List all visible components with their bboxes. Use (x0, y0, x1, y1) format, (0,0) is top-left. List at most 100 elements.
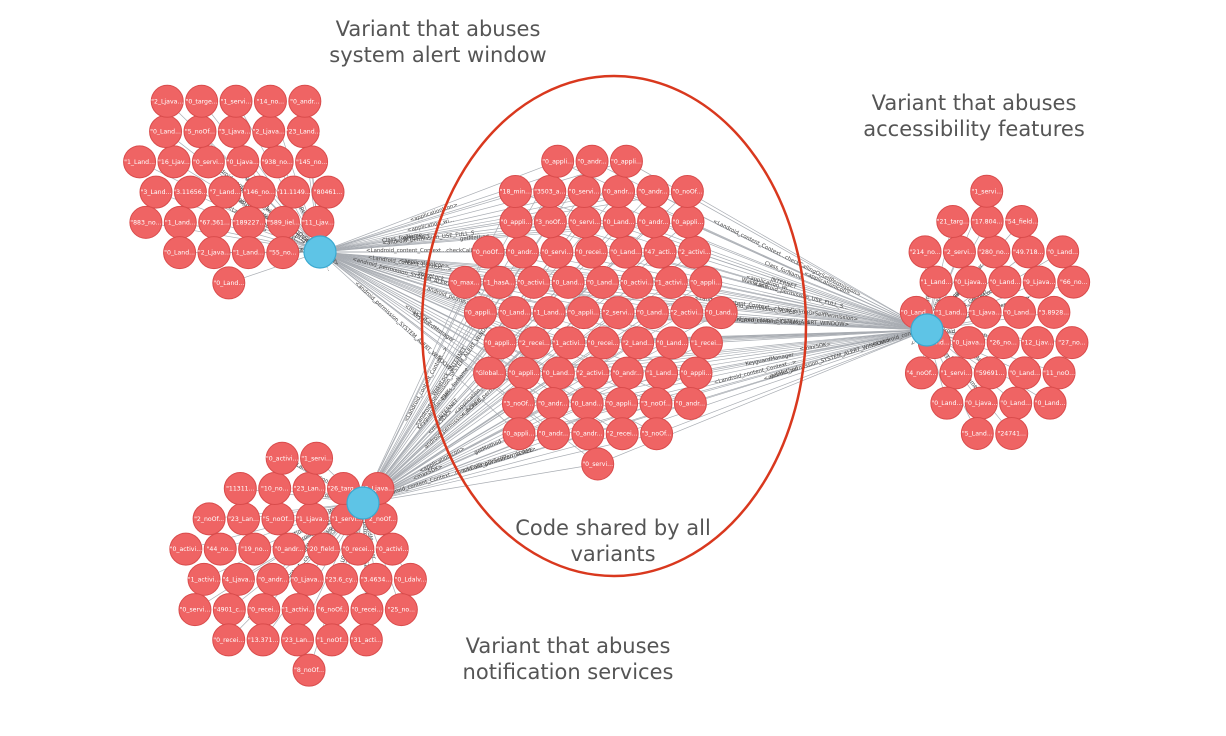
node-alert-14[interactable]: "1_Land... (163, 205, 197, 239)
node-alert-5[interactable]: "189227... (232, 205, 266, 239)
node-shared-34[interactable]: "1_hasA... (482, 265, 516, 299)
node-shared-5-circle[interactable] (552, 326, 586, 360)
node-shared-16[interactable]: "0_activi... (517, 265, 551, 299)
node-shared-16-circle[interactable] (517, 265, 551, 299)
node-access-10-circle[interactable] (1008, 356, 1042, 390)
node-notify-17[interactable]: "44_no... (203, 532, 237, 566)
node-access-2[interactable]: "0_Land... (1003, 295, 1037, 329)
node-access-22-circle[interactable] (930, 386, 964, 420)
node-access-33[interactable]: "214_no... (908, 235, 942, 269)
node-notify-32-circle[interactable] (393, 562, 427, 596)
node-alert-32[interactable]: "0_andr... (288, 84, 322, 118)
node-notify-5[interactable]: "19_no... (238, 532, 272, 566)
node-access-8-circle[interactable] (934, 295, 968, 329)
node-shared-18[interactable]: "1_activi... (654, 265, 688, 299)
node-access-19[interactable]: "17.804... (970, 205, 1004, 239)
node-shared-6[interactable]: "0_activi... (620, 265, 654, 299)
node-shared-29[interactable]: "0_andr... (505, 235, 539, 269)
node-access-2-circle[interactable] (1003, 295, 1037, 329)
node-alert-12[interactable]: "16_Ljav... (157, 145, 191, 179)
node-access-23-circle[interactable] (1042, 356, 1076, 390)
node-access-21[interactable]: "54_field... (1005, 205, 1038, 239)
node-shared-53-circle[interactable] (640, 417, 674, 451)
node-shared-63-circle[interactable] (448, 265, 482, 299)
node-alert-22-circle[interactable] (185, 84, 219, 118)
node-alert-4[interactable]: "938_no... (260, 145, 294, 179)
node-shared-50[interactable]: "0_appli... (463, 296, 497, 330)
node-notify-11-circle[interactable] (221, 562, 255, 596)
node-notify-26[interactable]: "13.371... (246, 623, 280, 657)
node-notify-15-circle[interactable] (359, 562, 393, 596)
node-access-8[interactable]: "1_Land... (934, 295, 968, 329)
node-access-3-circle[interactable] (988, 265, 1022, 299)
node-notify-20-circle[interactable] (281, 623, 315, 657)
node-notify-35[interactable]: "0_activi... (169, 532, 203, 566)
node-shared-60-circle[interactable] (502, 417, 536, 451)
node-shared-41[interactable]: "2_recei... (605, 417, 639, 451)
node-shared-17-circle[interactable] (517, 326, 551, 360)
node-notify-33[interactable]: "0_recei... (212, 623, 246, 657)
node-shared-7-circle[interactable] (621, 326, 655, 360)
node-notify-20[interactable]: "23_Lan... (281, 623, 315, 657)
node-access-14[interactable]: "0_Ljava... (964, 386, 998, 420)
node-shared-33[interactable]: "3_noOf... (639, 386, 673, 420)
node-alert-31[interactable]: "0_Land... (212, 266, 246, 300)
node-alert-29-circle[interactable] (129, 205, 163, 239)
node-access-24-circle[interactable] (995, 416, 1029, 450)
node-access-28[interactable]: "27_no... (1055, 326, 1089, 360)
node-alert-0-circle[interactable] (208, 175, 242, 209)
node-shared-27-circle[interactable] (670, 296, 704, 330)
node-notify-28-circle[interactable] (223, 472, 257, 506)
node-access-32[interactable]: "66_no... (1057, 265, 1091, 299)
node-alert-8[interactable]: "3_Ljava... (217, 115, 251, 149)
node-shared-41-circle[interactable] (605, 417, 639, 451)
node-shared-1[interactable]: "2_servi... (601, 296, 635, 330)
node-notify-11[interactable]: "4_Ljava... (221, 562, 255, 596)
node-notify-17-circle[interactable] (203, 532, 237, 566)
node-notify-23-circle[interactable] (375, 532, 409, 566)
node-alert-15[interactable]: "1_Land... (231, 236, 265, 270)
node-notify-7[interactable]: "5_noOf... (261, 502, 295, 536)
node-shared-17[interactable]: "2_recei... (517, 326, 551, 360)
node-notify-39[interactable]: "8_noOf... (292, 653, 326, 687)
node-alert-1-circle[interactable] (226, 145, 260, 179)
node-access-27-circle[interactable] (1033, 386, 1067, 420)
node-shared-54-circle[interactable] (471, 235, 505, 269)
node-notify-35-circle[interactable] (169, 532, 203, 566)
node-access-11[interactable]: "9_Ljava... (1022, 265, 1056, 299)
node-alert-22[interactable]: "0_targe... (185, 84, 219, 118)
node-alert-31-circle[interactable] (212, 266, 246, 300)
node-shared-8-circle[interactable] (532, 296, 566, 330)
node-notify-5-circle[interactable] (238, 532, 272, 566)
node-alert-25-circle[interactable] (163, 236, 197, 270)
node-alert-11[interactable]: "5_noOf... (183, 115, 217, 149)
hub-notify[interactable] (346, 486, 380, 520)
node-notify-19[interactable]: "0_recei... (350, 593, 384, 627)
node-access-7[interactable]: "280_no... (977, 235, 1011, 269)
node-notify-30[interactable]: "31_acti... (349, 623, 383, 657)
node-shared-25[interactable]: "0_appli... (605, 386, 639, 420)
node-shared-62-circle[interactable] (541, 144, 575, 178)
node-access-16[interactable]: "0_Land... (999, 386, 1033, 420)
node-access-1[interactable]: "26_no... (986, 326, 1020, 360)
node-notify-1-circle[interactable] (290, 562, 324, 596)
node-shared-3[interactable]: "0_recei... (586, 326, 620, 360)
node-shared-27[interactable]: "2_activi... (670, 296, 704, 330)
node-access-4-circle[interactable] (952, 326, 986, 360)
node-shared-22[interactable]: "0_Land... (602, 205, 636, 239)
node-notify-2-circle[interactable] (306, 532, 340, 566)
node-alert-16-circle[interactable] (197, 236, 231, 270)
node-access-25-circle[interactable] (960, 416, 994, 450)
node-shared-50-circle[interactable] (463, 296, 497, 330)
node-notify-26-circle[interactable] (246, 623, 280, 657)
node-shared-55[interactable]: "Global... (473, 356, 507, 390)
node-notify-6[interactable]: "1_Ljava... (295, 502, 329, 536)
node-notify-3[interactable]: "0_andr... (256, 562, 290, 596)
node-access-33-circle[interactable] (908, 235, 942, 269)
node-shared-39-circle[interactable] (689, 265, 723, 299)
node-shared-62[interactable]: "0_appli... (541, 144, 575, 178)
node-shared-2[interactable]: "0_Land... (586, 265, 620, 299)
node-access-1-circle[interactable] (986, 326, 1020, 360)
node-shared-21[interactable]: "47_acti... (643, 235, 677, 269)
node-notify-38[interactable]: "0_servi... (178, 593, 212, 627)
